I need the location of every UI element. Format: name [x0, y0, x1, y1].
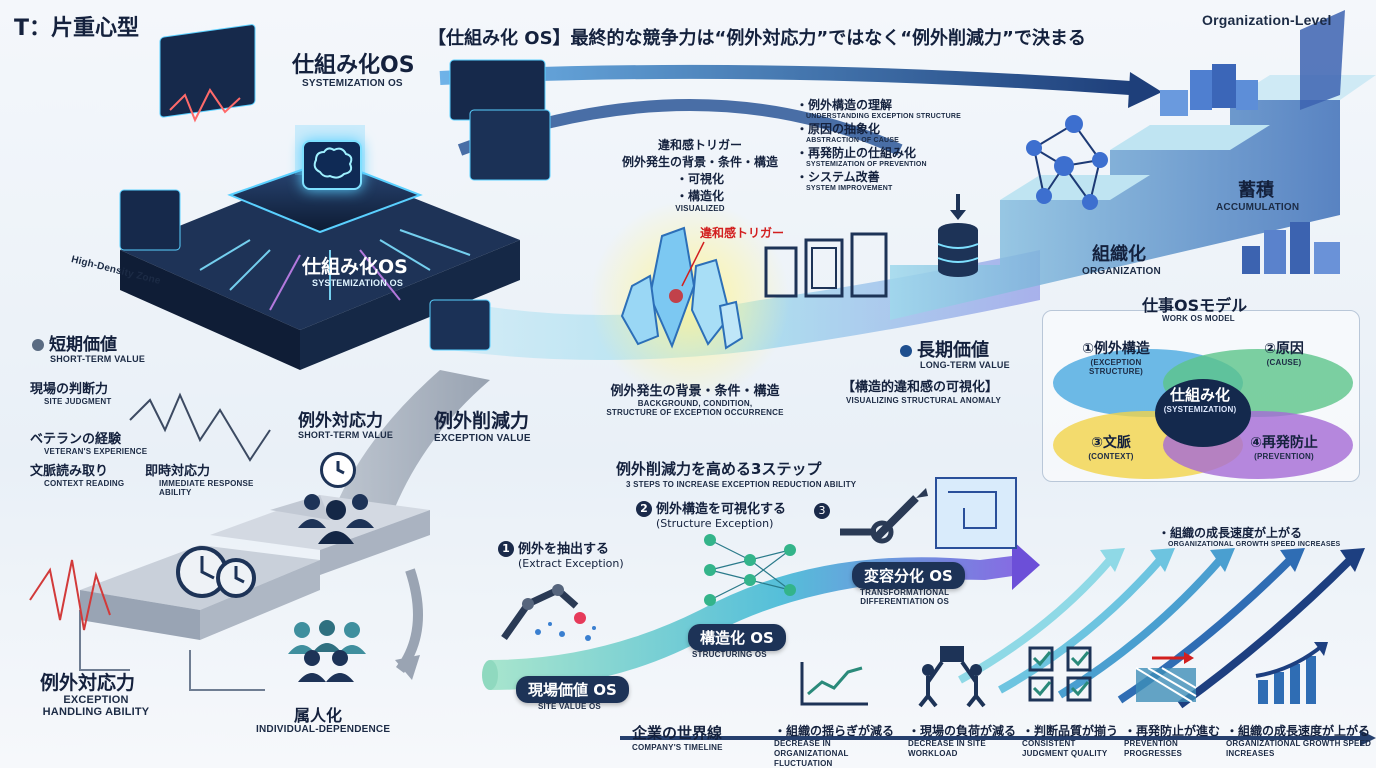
reactive-subtitle: SHORT-TERM VALUE	[298, 430, 394, 440]
clock-icon	[320, 452, 356, 488]
exception-handling-subtitle: EXCEPTION HANDLING ABILITY	[42, 694, 150, 718]
chip-mid-title: 仕組み化OS	[302, 256, 408, 278]
bullet-icon	[900, 345, 912, 357]
short-term-item: ベテランの経験 VETERAN'S EXPERIENCE	[30, 432, 148, 456]
long-term-subtitle: LONG-TERM VALUE	[920, 360, 1010, 370]
model-part-2: ②原因 (CAUSE)	[1264, 341, 1304, 367]
site-value-os-pill: 現場価値 OS	[516, 676, 629, 703]
stopwatch-icon	[172, 540, 262, 604]
buildings-icon	[1238, 220, 1348, 280]
work-os-model	[1042, 310, 1360, 482]
chip-top-title: 仕組み化OS	[292, 53, 415, 78]
dependence-title: 属人化	[294, 706, 343, 725]
group-icon	[282, 618, 372, 686]
prevention-icon	[1132, 650, 1202, 710]
checklist-icon	[1028, 646, 1098, 706]
long-term-title: 長期価値	[900, 336, 989, 362]
timeline-title: 企業の世界線 COMPANY'S TIMELINE	[632, 724, 723, 752]
step-3: 3	[814, 500, 834, 519]
timeline-item: ・判断品質が揃う CONSISTENT JUDGMENT QUALITY	[1022, 724, 1119, 758]
model-part-3: ③文脈 (CONTEXT)	[1088, 435, 1134, 461]
neural-net-icon	[700, 520, 810, 624]
site-value-os-subtitle: SITE VALUE OS	[538, 702, 601, 711]
exception-handling-title: 例外対応力	[40, 672, 136, 694]
steps-title: 例外削減力を高める3ステップ	[616, 460, 822, 478]
timeline-item: ・組織の成長速度が上がる ORGANIZATIONAL GROWTH SPEED…	[1226, 724, 1372, 758]
organization-subtitle: ORGANIZATION	[1082, 266, 1161, 277]
long-term-sub-subtitle: VISUALIZING STRUCTURAL ANOMALY	[846, 396, 1002, 405]
chart-icon	[800, 660, 870, 710]
dependence-subtitle: INDIVIDUAL-DEPENDENCE	[256, 724, 391, 735]
tools-icon	[836, 468, 1026, 562]
transformational-os-pill: 変容分化 OS	[852, 562, 965, 589]
work-model-title: 仕事OSモデル	[1142, 296, 1248, 315]
growth-arrow-icon	[1252, 640, 1332, 710]
headline: 【仕組み化 OS】最終的な競争力は“例外対応力”ではなく“例外削減力”で決まる	[428, 28, 1086, 49]
chip-top-subtitle: SYSTEMIZATION OS	[302, 78, 403, 89]
structuring-os-subtitle: STRUCTURING OS	[692, 650, 767, 659]
organization-title: 組織化	[1092, 244, 1146, 265]
frames-icon	[760, 232, 890, 316]
crystal-caption: 例外発生の背景・条件・構造 BACKGROUND, CONDITION, STR…	[606, 384, 784, 417]
work-model-subtitle: WORK OS MODEL	[1162, 314, 1235, 323]
network-icon	[1014, 110, 1114, 224]
growth-label: ・組織の成長速度が上がる ORGANIZATIONAL GROWTH SPEED…	[1158, 526, 1341, 548]
team-icon	[296, 488, 376, 552]
chip-mid-subtitle: SYSTEMIZATION OS	[312, 278, 404, 288]
crystal-icon	[612, 226, 752, 370]
short-term-item: 現場の判断力 SITE JUDGMENT	[30, 382, 112, 406]
structuring-os-pill: 構造化 OS	[688, 624, 786, 651]
reduction-title: 例外削減力	[434, 410, 530, 432]
long-term-sub-title: 【構造的違和感の可視化】	[842, 380, 999, 395]
accumulation-title: 蓄積	[1238, 180, 1274, 201]
model-part-4: ④再発防止 (PREVENTION)	[1250, 435, 1318, 461]
timeline-item: ・現場の負荷が減る DECREASE IN SITE WORKLOAD	[908, 724, 1017, 758]
timeline-item: ・組織の揺らぎが減る DECREASE IN ORGANIZATIONAL FL…	[774, 724, 895, 768]
bullet-icon	[32, 339, 44, 351]
steps-subtitle: 3 STEPS TO INCREASE EXCEPTION REDUCTION …	[626, 480, 857, 489]
model-center: 仕組み化 (SYSTEMIZATION)	[1163, 386, 1237, 414]
short-term-title: 短期価値	[32, 330, 117, 355]
reactive-title: 例外対応力	[298, 411, 383, 431]
blocks-icon	[1150, 60, 1280, 134]
trigger-description: 違和感トリガー 例外発生の背景・条件・構造 ・可視化 ・構造化 VISUALIZ…	[621, 138, 778, 213]
trigger-red-label: 違和感トリガー	[700, 226, 785, 240]
database-icon	[928, 192, 988, 286]
short-term-item: 文脈読み取り CONTEXT READING	[30, 464, 125, 488]
reduction-subtitle: EXCEPTION VALUE	[434, 433, 531, 444]
short-term-item: 即時対応力 IMMEDIATE RESPONSE ABILITY	[145, 464, 254, 497]
workers-icon	[912, 640, 992, 714]
brain-chip-icon	[302, 140, 362, 190]
timeline-item: ・再発防止が進む PREVENTION PROGRESSES	[1124, 724, 1221, 758]
accumulation-subtitle: ACCUMULATION	[1216, 202, 1300, 213]
model-part-1: ①例外構造 (EXCEPTION STRUCTURE)	[1082, 341, 1150, 376]
corner-label: T：片重心型	[14, 16, 140, 41]
robot-arm-icon	[498, 574, 608, 648]
short-term-subtitle: SHORT-TERM VALUE	[50, 354, 146, 364]
organization-level-label: Organization-Level	[1202, 12, 1332, 28]
